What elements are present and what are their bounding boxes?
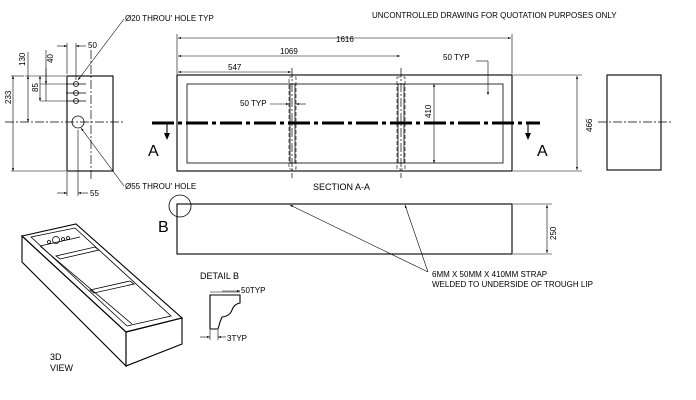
- section-mark-right: A: [537, 143, 548, 160]
- end-view-right: [598, 74, 672, 171]
- hole-small-label: Ø20 THROU' HOLE TYP: [125, 14, 214, 23]
- detail-title: DETAIL B: [200, 271, 239, 281]
- dim-h40: 40: [46, 54, 55, 63]
- dim-outer-width: 466: [585, 118, 594, 132]
- detail-dim-top: 50TYP: [241, 286, 265, 295]
- strap-typ-left: 50 TYP: [240, 99, 267, 108]
- dim-1069: 1069: [280, 47, 298, 56]
- drawing-note: UNCONTROLLED DRAWING FOR QUOTATION PURPO…: [372, 11, 617, 20]
- strap-note-line1: 6MM X 50MM X 410MM STRAP: [432, 270, 547, 279]
- dim-h130: 130: [18, 52, 27, 66]
- end-view-outline: [606, 74, 662, 171]
- section-view: SECTION A-A B 250 6MM X 50MM X 410MM STR…: [158, 182, 593, 289]
- section-mark-left: A: [148, 143, 159, 160]
- dim-h233: 233: [4, 90, 13, 104]
- strap-note-line2: WELDED TO UNDERSIDE OF TROUGH LIP: [432, 280, 593, 289]
- strap-typ-right: 50 TYP: [443, 53, 470, 62]
- dim-547: 547: [228, 63, 242, 72]
- dim-bottom-width: 55: [90, 189, 99, 198]
- section-outline: [176, 203, 513, 255]
- dim-inner-width: 410: [424, 104, 433, 118]
- iso-rim: [20, 223, 184, 333]
- iso-label-line2: VIEW: [50, 363, 74, 373]
- side-view-outline: [66, 75, 114, 172]
- side-view: Ø20 THROU' HOLE TYP Ø55 THROU' HOLE 50 1…: [4, 14, 214, 198]
- dim-h85: 85: [31, 83, 40, 92]
- iso-label-line1: 3D: [50, 352, 62, 362]
- plan-view: A A 1616 1069 547 50 TYP 50 TYP 410 466: [148, 34, 594, 178]
- dim-height: 250: [549, 226, 558, 240]
- detail-dim-bottom: 3TYP: [227, 334, 247, 343]
- dim-top-width: 50: [88, 41, 97, 50]
- dim-length-total: 1616: [336, 35, 354, 44]
- section-title: SECTION A-A: [313, 182, 370, 192]
- detail-b: DETAIL B 50TYP 3TYP: [200, 271, 265, 343]
- hole-large-label: Ø55 THROU' HOLE: [125, 182, 196, 191]
- detail-mark: B: [158, 219, 169, 236]
- iso-view: 3D VIEW: [20, 223, 184, 373]
- detail-b-circle: [168, 194, 192, 218]
- hole-large: [71, 115, 85, 129]
- detail-profile: [209, 294, 241, 330]
